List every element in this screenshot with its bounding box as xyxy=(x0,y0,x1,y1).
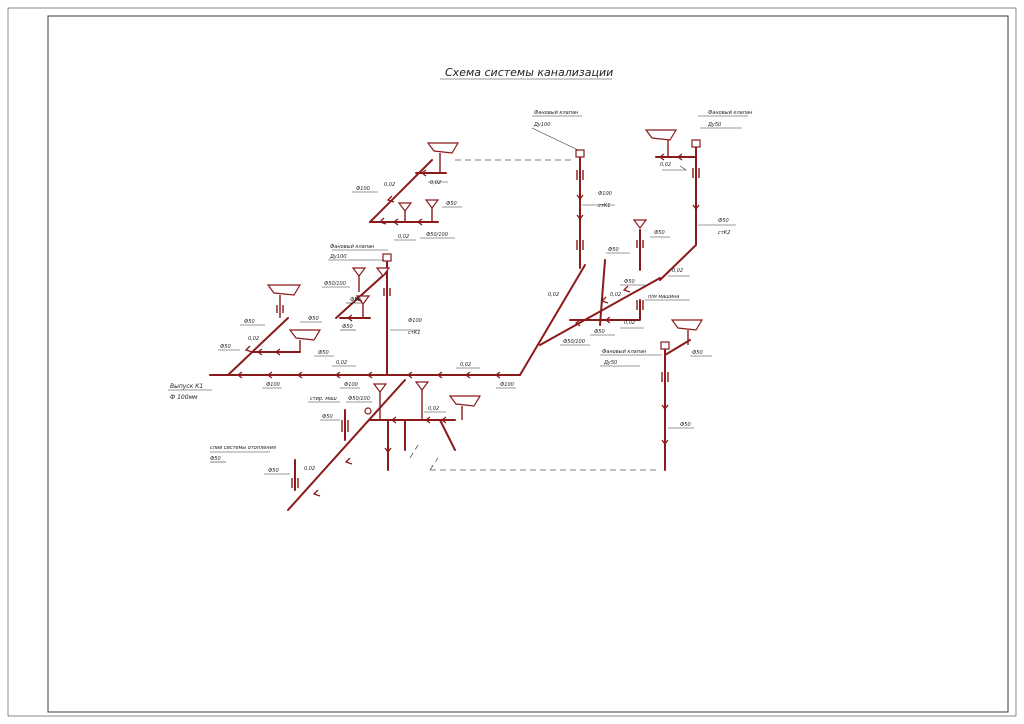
inner-frame xyxy=(47,15,1009,713)
svg-text:0,02: 0,02 xyxy=(428,406,439,412)
svg-text:0,02: 0,02 xyxy=(430,180,441,186)
svg-text:Ду100: Ду100 xyxy=(533,122,550,128)
svg-text:Ду100: Ду100 xyxy=(329,254,346,260)
svg-text:Ф50: Ф50 xyxy=(624,279,635,285)
svg-text:0,02: 0,02 xyxy=(672,268,683,274)
svg-text:Ф100: Ф100 xyxy=(356,186,370,192)
svg-text:0,02: 0,02 xyxy=(610,292,621,298)
svg-text:0,02: 0,02 xyxy=(398,234,409,240)
svg-text:0,02: 0,02 xyxy=(304,466,315,472)
svg-text:Ф50: Ф50 xyxy=(342,324,353,330)
svg-text:стК2: стК2 xyxy=(718,230,730,236)
svg-text:Ф50: Ф50 xyxy=(692,350,703,356)
svg-text:стК1: стК1 xyxy=(408,330,420,336)
svg-text:Ф50: Ф50 xyxy=(594,329,605,335)
svg-text:Ф50: Ф50 xyxy=(308,316,319,322)
riser-k2: Фановый клапан Ду50 Ф50 стК2 0,02 xyxy=(644,110,753,281)
svg-text:Ф 100мм: Ф 100мм xyxy=(170,394,198,401)
riser-k1-left: Фановый клапан Ду100 Ф100 стК1 xyxy=(328,244,422,376)
svg-text:0,02: 0,02 xyxy=(460,362,471,368)
svg-text:Ф50/100: Ф50/100 xyxy=(426,232,448,238)
svg-text:Ф100: Ф100 xyxy=(266,382,280,388)
svg-text:Ф50: Ф50 xyxy=(718,218,729,224)
svg-text:стир. маш: стир. маш xyxy=(310,396,337,402)
svg-text:Ф50: Ф50 xyxy=(608,247,619,253)
svg-text:0,02: 0,02 xyxy=(384,182,395,188)
svg-text:стК1: стК1 xyxy=(598,203,610,209)
svg-text:0,02: 0,02 xyxy=(248,336,259,342)
diagram-title: Схема системы канализации xyxy=(445,66,613,79)
svg-text:Ф50: Ф50 xyxy=(322,414,333,420)
riser-k1-right: Фановый клапан Ду100 Ф100 стК1 xyxy=(531,110,615,269)
svg-text:Ду50: Ду50 xyxy=(603,360,617,366)
svg-text:Ф50: Ф50 xyxy=(244,319,255,325)
svg-text:Ф50/100: Ф50/100 xyxy=(563,339,585,345)
upper-left-group: Ф100 0,02 0,02 Ф50 0,02 Ф50/100 xyxy=(352,142,462,241)
right-branches: Ф50 Ф50 0,02 Ф50 0,02 п/м машина Ф50 0,0… xyxy=(539,219,690,346)
svg-text:0,02: 0,02 xyxy=(660,162,671,168)
outlet-k1: Выпуск К1 Ф 100мм xyxy=(168,383,212,401)
dash-short xyxy=(409,444,419,459)
svg-text:Ф50: Ф50 xyxy=(350,297,361,303)
svg-text:Фановый клапан: Фановый клапан xyxy=(708,110,753,116)
svg-text:Выпуск К1: Выпуск К1 xyxy=(170,383,203,390)
main-collector xyxy=(209,264,586,379)
svg-text:Ф50: Ф50 xyxy=(680,422,691,428)
svg-text:Ф100: Ф100 xyxy=(500,382,514,388)
svg-text:Фановый клапан: Фановый клапан xyxy=(534,110,579,116)
svg-text:Ф50: Ф50 xyxy=(654,230,665,236)
svg-text:Ф100: Ф100 xyxy=(598,191,612,197)
svg-text:Ф50/100: Ф50/100 xyxy=(324,281,346,287)
lower-central-group: стир. маш Ф50 Ф50/100 0,02 слив системы … xyxy=(210,379,482,511)
svg-text:Ф50/100: Ф50/100 xyxy=(348,396,370,402)
svg-text:слив системы отопления: слив системы отопления xyxy=(210,445,276,451)
svg-text:0,02: 0,02 xyxy=(624,320,635,326)
riser-lower-right: Фановый клапан Ду50 Ф50 Ф50 xyxy=(600,319,712,471)
left-group: Ф50 Ф50 0,02 Ф50 Ф50 0,02 Ф100 Ф100 0,02… xyxy=(218,284,516,389)
svg-text:Ф50: Ф50 xyxy=(220,344,231,350)
svg-text:Ф50: Ф50 xyxy=(446,201,457,207)
svg-text:0,02: 0,02 xyxy=(336,360,347,366)
dash-short-2 xyxy=(429,457,439,471)
svg-text:Ф100: Ф100 xyxy=(408,318,422,324)
svg-text:Ф50: Ф50 xyxy=(210,456,221,462)
svg-text:Ф50: Ф50 xyxy=(268,468,279,474)
svg-text:Ф50: Ф50 xyxy=(318,350,329,356)
svg-text:п/м машина: п/м машина xyxy=(648,294,679,300)
svg-text:Ду50: Ду50 xyxy=(707,122,721,128)
svg-text:Фановый клапан: Фановый клапан xyxy=(330,244,375,250)
svg-text:Фановый клапан: Фановый клапан xyxy=(602,349,647,355)
svg-text:Ф100: Ф100 xyxy=(344,382,358,388)
outer-frame xyxy=(7,7,1017,717)
svg-text:0,02: 0,02 xyxy=(548,292,559,298)
middle-left-group: Ф50/100 Ф50 Ф50 xyxy=(322,267,391,331)
